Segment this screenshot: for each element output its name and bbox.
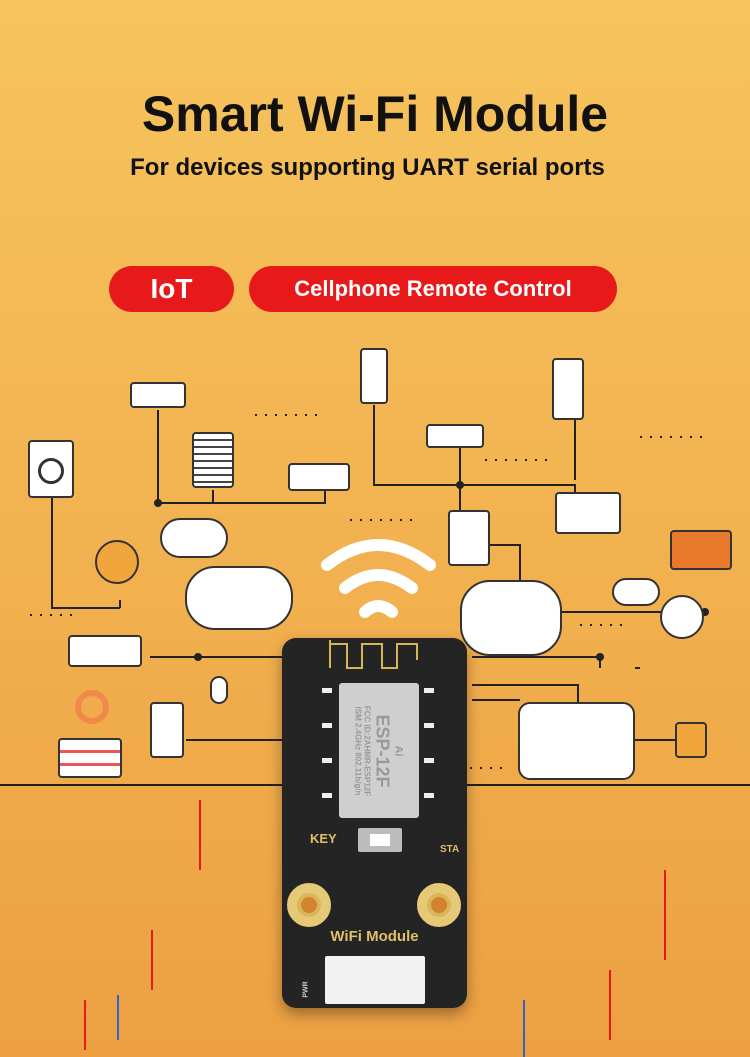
monitor-icon [670, 530, 732, 570]
remote-control-tag: Cellphone Remote Control [249, 266, 617, 312]
heater-icon [192, 432, 234, 488]
key-button[interactable] [358, 828, 402, 852]
mouse-icon [210, 676, 228, 704]
light-bulb-icon [95, 540, 139, 584]
chip-fcc: FCC ID:2AHMR-ESP12F [362, 705, 372, 796]
cloud-icon [160, 518, 228, 558]
ac-unit-icon [288, 463, 350, 491]
chip-brand: Ai [392, 744, 405, 756]
tablet-smart-home-icon [518, 702, 635, 780]
speaker-icon [360, 348, 388, 404]
cloud-icon [460, 580, 562, 656]
page-subtitle: For devices supporting UART serial ports [130, 154, 605, 181]
oven-icon [448, 510, 490, 566]
chip-band: ISM 2.4GHz 802.11b/g/n [353, 706, 363, 795]
air-conditioner-icon [130, 382, 186, 408]
security-camera-icon [426, 424, 484, 448]
chip-model: ESP-12F [372, 713, 393, 788]
wifi-icon [321, 539, 436, 618]
cloud-icon [612, 578, 660, 606]
padlock-icon [675, 722, 707, 758]
uart-connector [325, 956, 425, 1004]
iot-tag: IoT [109, 266, 234, 312]
pcb-antenna [329, 640, 418, 669]
mounting-hole [287, 883, 331, 927]
module-name-label: WiFi Module [330, 928, 419, 945]
phone-hand-icon [150, 702, 184, 758]
fan-icon [660, 595, 704, 639]
pwr-label: PWR [302, 981, 310, 998]
wifi-module-board: Ai ESP-12F FCC ID:2AHMR-ESP12F ISM 2.4GH… [282, 638, 467, 1008]
cloud-icon [185, 566, 293, 630]
esp-chip-shield: Ai ESP-12F FCC ID:2AHMR-ESP12F ISM 2.4GH… [339, 683, 419, 818]
server-rack-icon [58, 738, 122, 778]
gallery-icon [68, 635, 142, 667]
mounting-hole [417, 883, 461, 927]
chart-ring-icon [75, 690, 109, 724]
refrigerator-icon [552, 358, 584, 420]
page-title: Smart Wi-Fi Module [141, 86, 609, 142]
video-camera-icon [555, 492, 621, 534]
washing-machine-icon [28, 440, 74, 498]
sta-label: STA [440, 844, 460, 855]
key-label: KEY [310, 831, 337, 846]
